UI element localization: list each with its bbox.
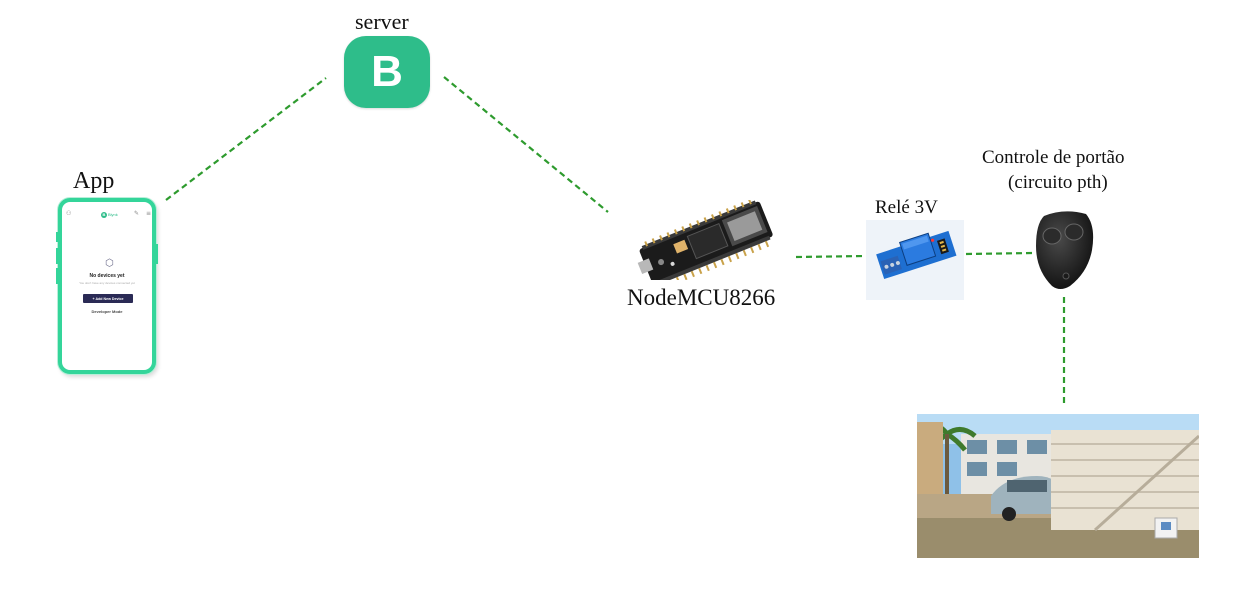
relay-module-image [876,230,957,280]
remote-label-line2: (circuito pth) [1008,172,1108,193]
gate-remote-image [1036,211,1094,289]
remote-label-line1: Controle de portão [982,147,1125,168]
server-logo: B [344,36,430,108]
hamburger-icon: ≡ [146,210,152,217]
developer-mode-link[interactable]: Developer Mode [91,309,123,314]
link-app-server [165,77,327,201]
gate-photo [917,414,1199,558]
app-label: App [73,168,115,194]
nodemcu-board-image [637,200,773,280]
link-server-nodemcu [443,76,609,213]
server-label: server [355,9,409,34]
phone-topbar: ⚇ B Blynk ✎ ≡ [66,210,152,220]
relay-label: Relé 3V [875,197,938,218]
phone: ⚇ B Blynk ✎ ≡ ⬡ No devices yet You don't… [56,198,158,374]
link-relay-remote [965,251,1035,256]
phone-empty-subtitle: You don't have any devices connected yet [79,281,135,285]
cube-icon: ⬡ [105,258,114,269]
add-device-button[interactable]: + Add New Device [83,294,133,303]
nodemcu-label: NodeMCU8266 [627,285,776,310]
wrench-icon: ✎ [134,210,140,217]
server-logo-letter: B [371,47,403,96]
phone-empty-title: No devices yet [89,273,125,279]
phone-app-logo: B Blynk [101,211,118,218]
link-nodemcu-relay [795,254,867,259]
user-icon: ⚇ [66,210,72,217]
